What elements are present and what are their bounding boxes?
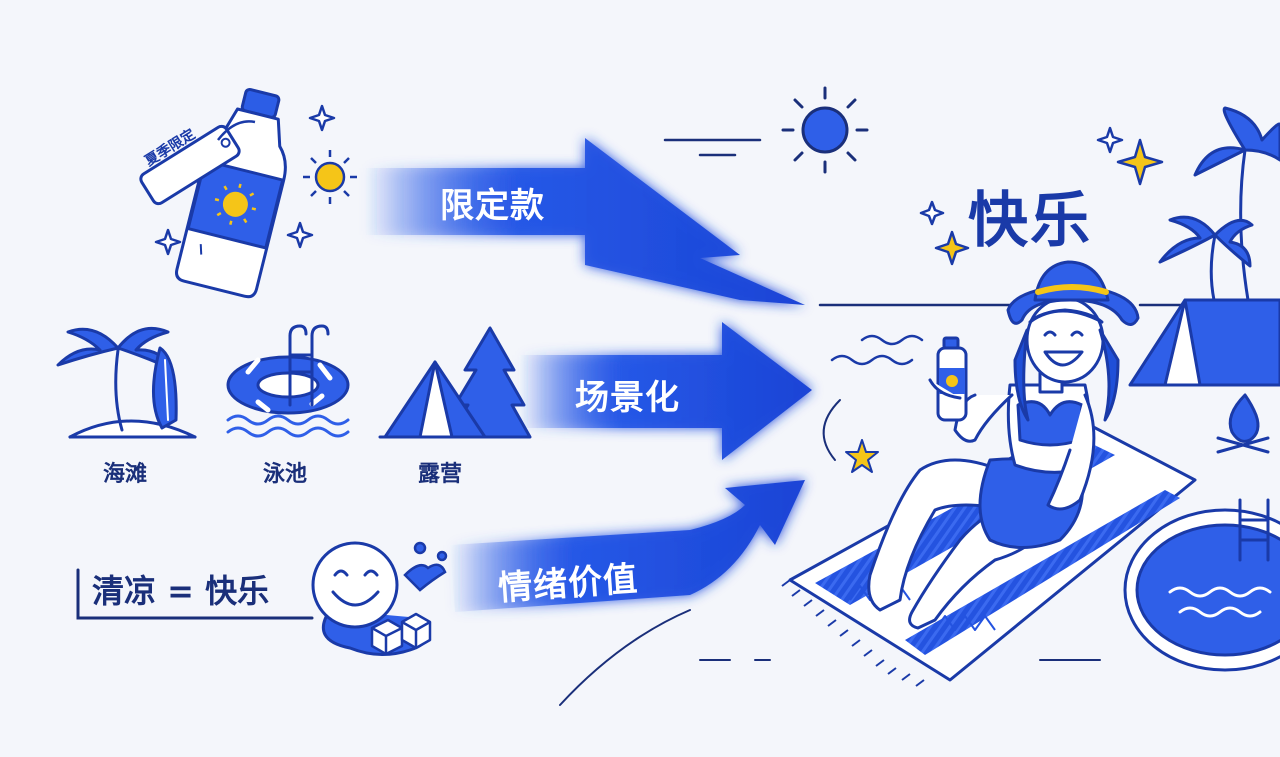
arrow-label-limited-edition: 限定款 xyxy=(440,186,545,226)
pool-scene-icon xyxy=(226,324,350,438)
ice-cube-icon xyxy=(370,612,432,656)
sparkle-icon xyxy=(934,138,1164,266)
arrow-emotional-value xyxy=(450,480,805,612)
limited-tag-icon xyxy=(139,120,256,206)
water-bottle-icon xyxy=(175,87,287,299)
palm-tree-icon xyxy=(1158,106,1280,302)
water-splash-icon xyxy=(403,541,448,592)
campfire-icon xyxy=(1216,393,1270,454)
woman-character xyxy=(867,260,1140,630)
scene-label-pool: 泳池 xyxy=(263,462,308,487)
wave-lines xyxy=(830,334,924,366)
sand-lines xyxy=(559,399,1101,706)
equation-text: 清凉 = 快乐 xyxy=(92,572,270,610)
arrow-scenario xyxy=(520,322,812,460)
arrow-limited-edition xyxy=(365,138,805,305)
arrow-label-emotional-value: 情绪价值 xyxy=(497,559,640,609)
scene-label-camp: 露营 xyxy=(418,462,463,487)
sparkle-icon xyxy=(919,126,1124,226)
result-title: 快乐 xyxy=(968,186,1092,256)
equation-bracket xyxy=(76,568,314,620)
small-sun-icon xyxy=(303,150,357,204)
arrow-label-scenario: 场景化 xyxy=(575,378,680,418)
camp-scene-icon xyxy=(378,326,532,439)
sparkle-icon xyxy=(154,104,336,256)
pool-icon xyxy=(1123,498,1280,672)
tent-icon xyxy=(1128,298,1280,387)
starfish-icon xyxy=(845,439,879,473)
sun-icon xyxy=(781,86,869,174)
scene-label-beach: 海滩 xyxy=(103,462,148,487)
beach-scene-icon xyxy=(56,327,197,439)
